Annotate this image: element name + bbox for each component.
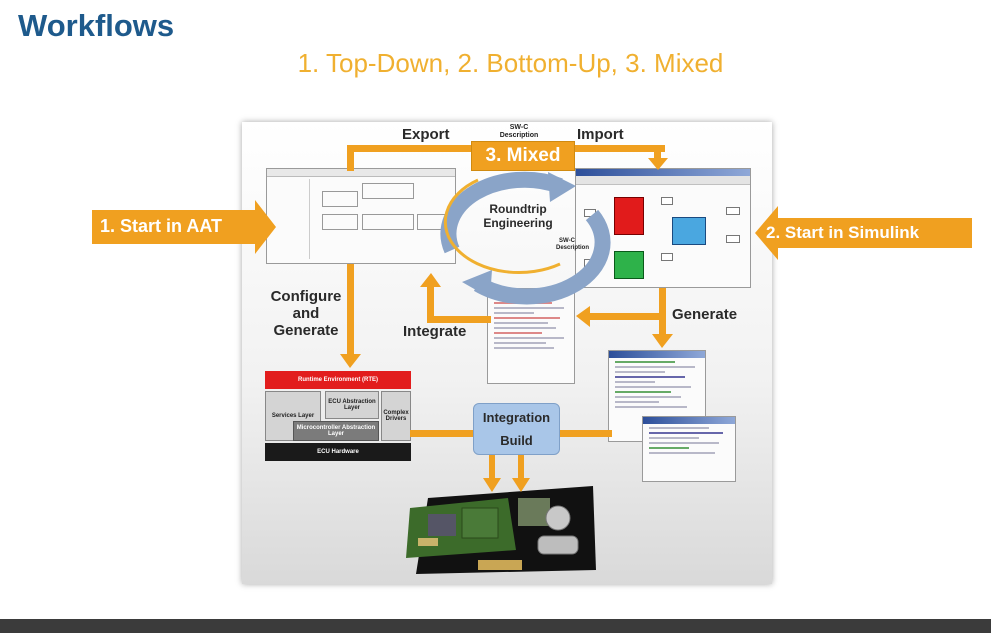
swc-top-line2: Description [499,132,539,139]
integration-build-line2: Build [500,433,533,448]
mixed-label: 3. Mixed [485,145,561,166]
export-label: Export [402,126,450,143]
ecu-abstraction-layer: ECU Abstraction Layer [325,391,379,419]
generated-code-screenshot-2 [642,416,736,482]
footer-bar [0,619,991,633]
microcontroller-abstraction-layer: Microcontroller Abstraction Layer [293,421,379,441]
page-title: Workflows [18,8,175,43]
import-label: Import [577,126,624,143]
integration-build-line1: Integration [482,410,551,425]
swc-description-top-label: SW-C Description [494,124,544,140]
swc-description-side-label: SW-C Description [556,238,590,252]
mixed-workflow-badge: 3. Mixed [471,141,575,171]
page-subtitle: 1. Top-Down, 2. Bottom-Up, 3. Mixed [297,48,724,78]
start-in-simulink-label: 2. Start in Simulink [766,223,920,242]
roundtrip-line2: Engineering [483,216,553,230]
swc-side-line2: Description [556,245,590,251]
roundtrip-line1: Roundtrip [489,202,547,216]
configure-line1: Configure [270,288,342,305]
start-in-aat-label: 1. Start in AAT [100,216,223,236]
integration-build-box: Integration Build [473,403,560,455]
integrate-label: Integrate [403,323,467,340]
roundtrip-engineering-label: Roundtrip Engineering [470,202,566,230]
ecu-hardware-layer: ECU Hardware [265,443,411,461]
swc-top-line1: SW-C [509,124,529,131]
complex-drivers-layer: Complex Drivers [381,391,411,441]
swc-side-line1: SW-C [559,238,575,244]
rte-layer: Runtime Environment (RTE) [265,371,411,389]
configure-generate-label: Configure and Generate [266,288,346,339]
autosar-architecture-stack: Runtime Environment (RTE) Services Layer… [265,371,411,462]
configure-line2: and [292,305,320,322]
configure-line3: Generate [273,322,339,339]
generate-label: Generate [672,306,738,323]
ecu-hardware-board-image [406,486,596,574]
